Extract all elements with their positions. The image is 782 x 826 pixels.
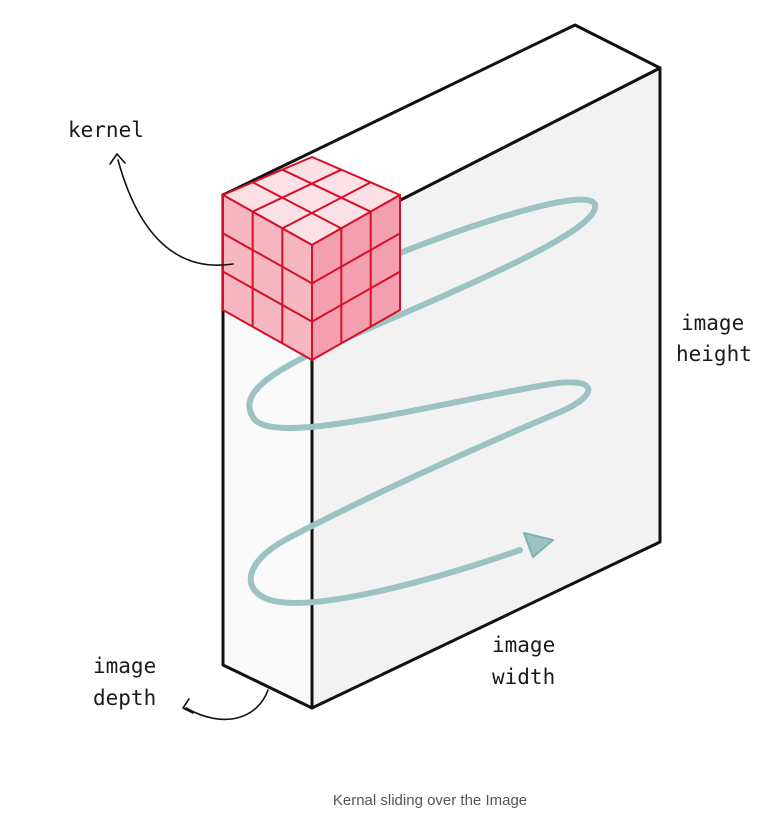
kernel-top-grid-line bbox=[252, 168, 342, 213]
kernel-top-grid-line bbox=[281, 168, 372, 213]
figure-caption: Kernal sliding over the Image bbox=[333, 792, 527, 809]
kernel-left-grid-line bbox=[222, 232, 313, 285]
depth-arrowhead-icon bbox=[182, 698, 194, 714]
kernel-right-grid-line bbox=[311, 232, 401, 285]
depth-pointer-arrow bbox=[185, 689, 269, 721]
sliding-spiral bbox=[246, 196, 599, 606]
spiral-path bbox=[246, 196, 599, 606]
image-height-label-line2: height bbox=[676, 342, 752, 366]
image-depth-label-line2: depth bbox=[93, 686, 156, 710]
kernel-pointer-arrow bbox=[117, 159, 234, 266]
kernel-left-grid-line bbox=[222, 270, 313, 323]
image-width-label-line1: image bbox=[492, 633, 555, 657]
image-depth-label-line1: image bbox=[93, 654, 156, 678]
kernel-top-grid-line bbox=[281, 181, 372, 230]
image-width-label-line2: width bbox=[492, 665, 555, 689]
kernel-cube bbox=[222, 156, 401, 361]
kernel-label: kernel bbox=[68, 118, 144, 142]
arrowhead-icon bbox=[523, 532, 554, 558]
kernel-right-grid-line bbox=[311, 270, 401, 323]
curved-arrow-icon bbox=[109, 153, 126, 165]
image-height-label-line1: image bbox=[681, 311, 744, 335]
kernel-top-grid-line bbox=[252, 181, 342, 230]
